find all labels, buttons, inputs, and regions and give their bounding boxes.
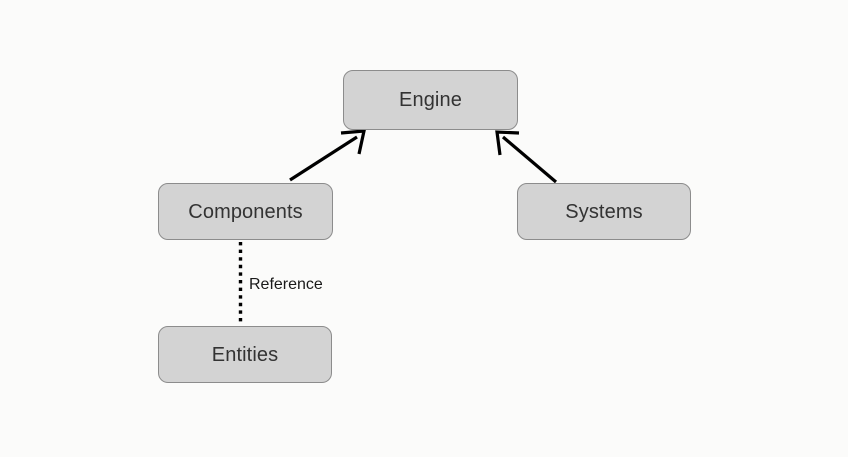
edge-label-reference: Reference [249, 276, 323, 293]
node-systems-label: Systems [565, 200, 643, 223]
edge-line-components-engine [289, 135, 358, 182]
arrowhead-systems-engine [495, 130, 520, 156]
node-components[interactable]: Components [158, 183, 333, 240]
node-engine[interactable]: Engine [343, 70, 518, 130]
edge-components-to-engine [289, 129, 367, 182]
node-engine-label: Engine [399, 89, 462, 111]
node-components-label: Components [188, 200, 303, 223]
edge-line-systems-engine [501, 135, 558, 184]
edge-systems-to-engine [495, 130, 558, 184]
arrowhead-components-engine [340, 129, 367, 155]
node-entities-label: Entities [211, 343, 279, 366]
node-entities[interactable]: Entities [158, 326, 332, 383]
node-systems[interactable]: Systems [517, 183, 691, 240]
